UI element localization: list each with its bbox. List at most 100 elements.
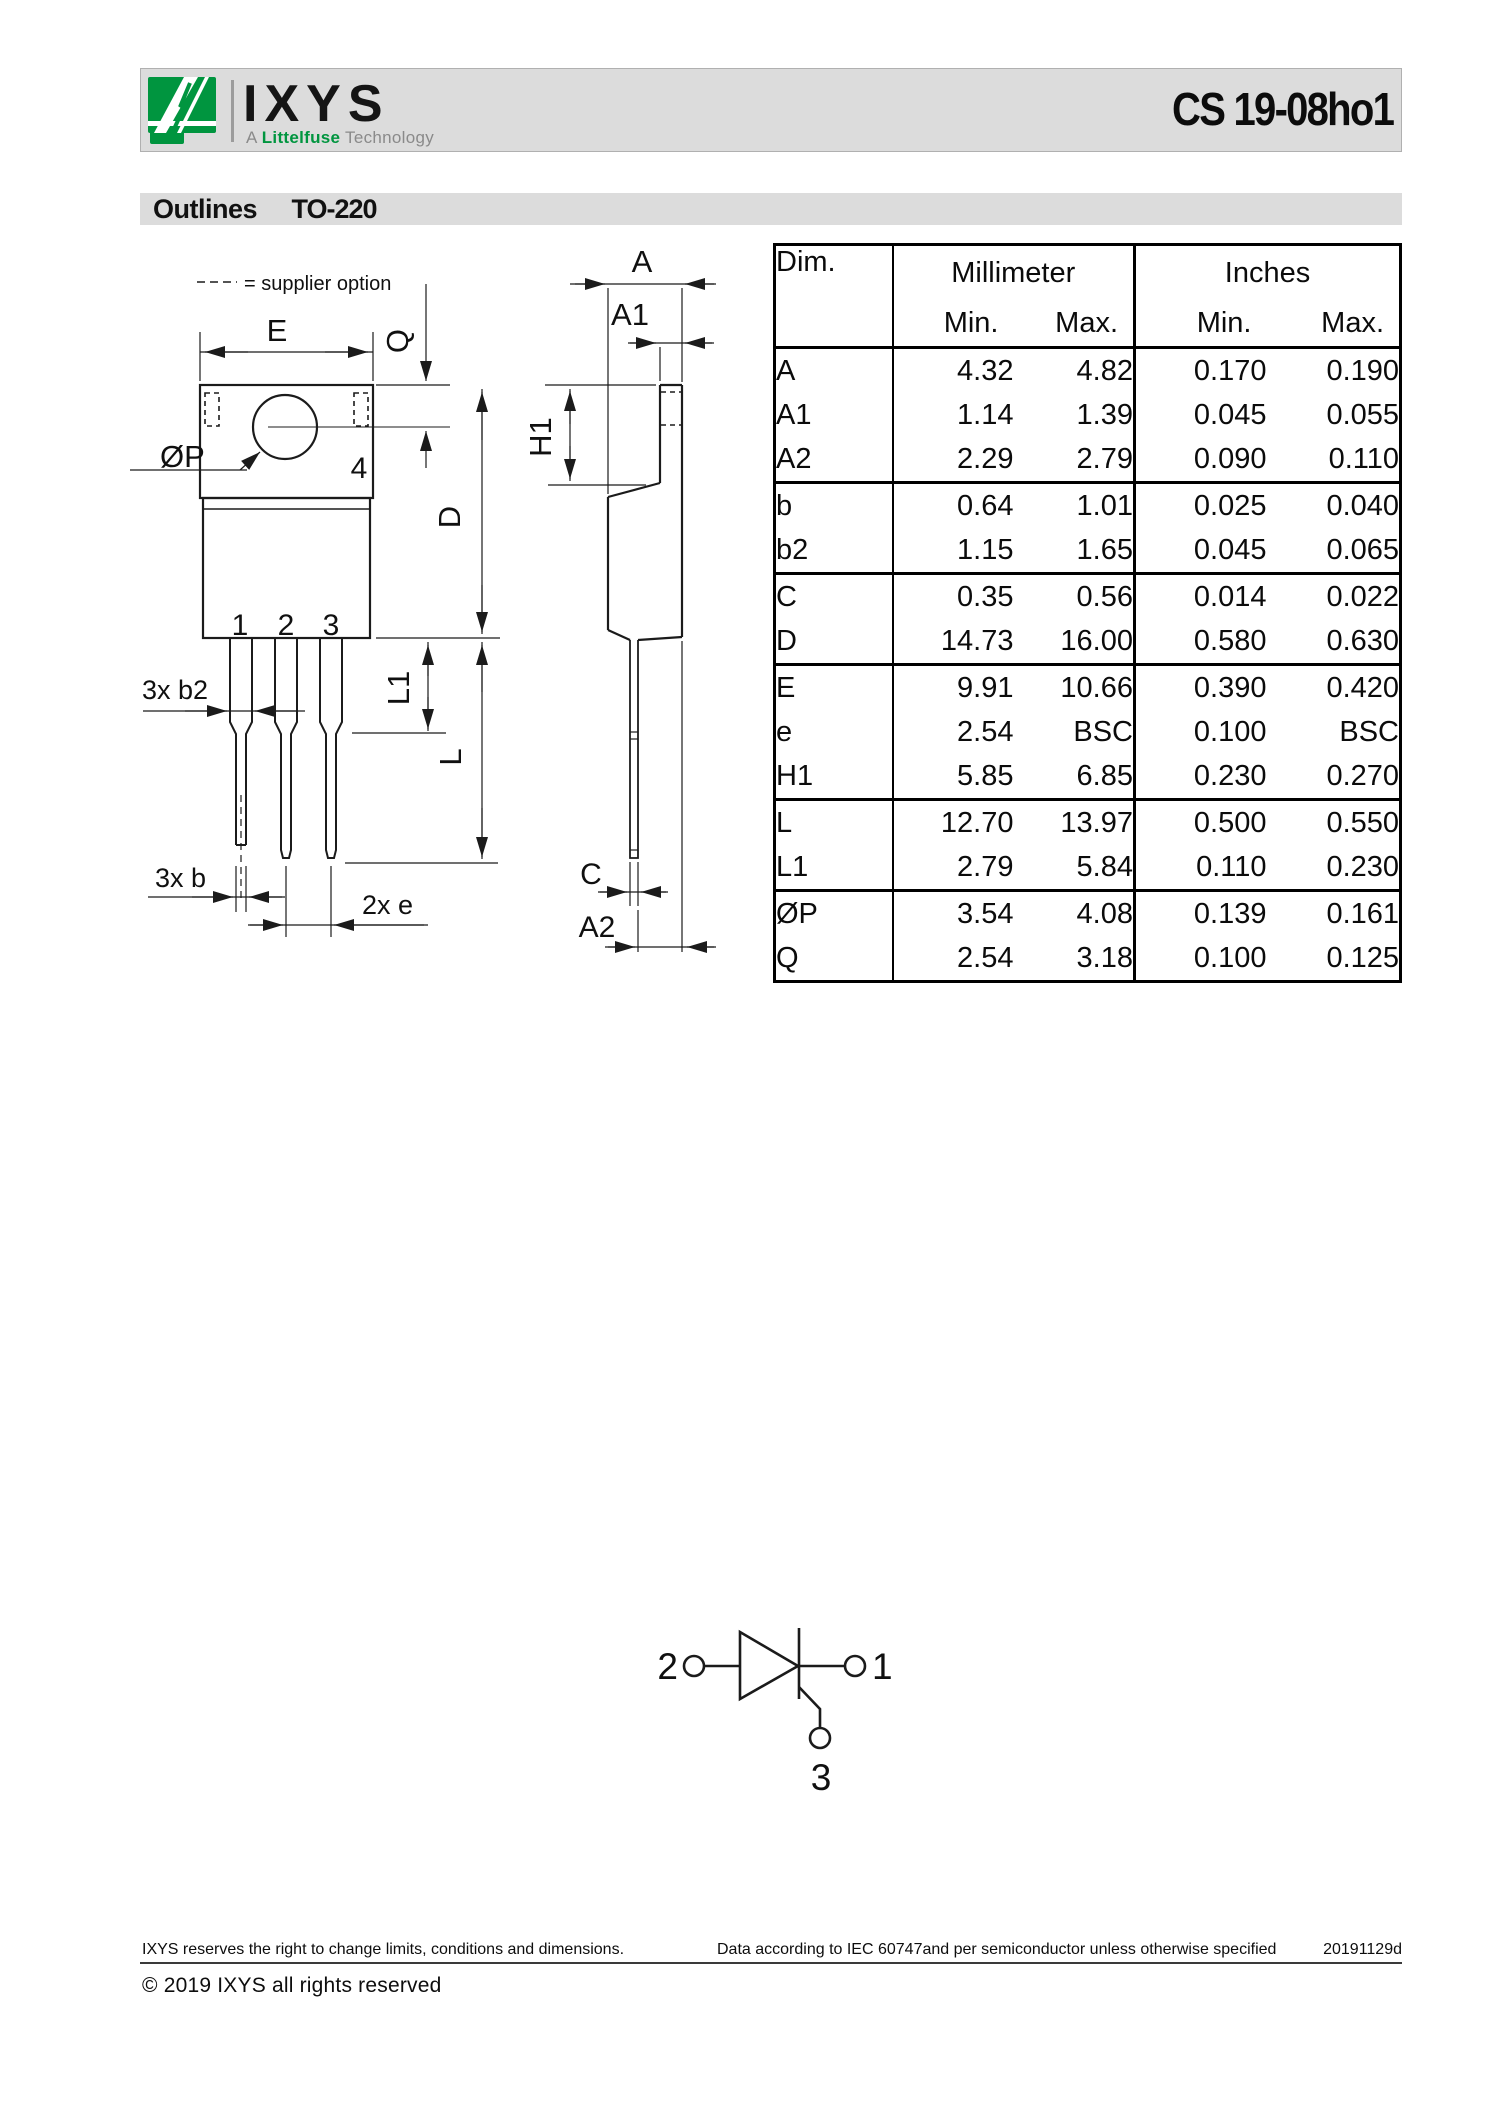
footer-standard-note: Data according to IEC 60747and per semic… [717,1941,1277,1958]
dimension-table: Dim. Millimeter Inches Min. Max. Min. Ma… [773,243,1403,983]
mm-min: 14.73 [940,624,1014,657]
dim-name: A [774,347,894,393]
mm-max: BSC [1013,710,1136,754]
section-bar: Outlines TO-220 [140,193,1402,225]
table-row: e 2.54 BSC 0.100 BSC [774,710,1401,754]
mm-max: 5.84 [1013,845,1136,891]
dim-label-L1: L1 [381,671,416,705]
dim-name: A2 [774,437,894,483]
copyright-notice: © 2019 IXYS all rights reserved [142,1974,442,1997]
dim-name: D [774,619,894,665]
in-min: 0.045 [1193,398,1267,431]
supplier-option-slot-right [353,392,369,427]
dim-label-b: 3x b [155,863,206,893]
pin-4-label: 4 [351,452,368,485]
dim-name: A1 [774,393,894,437]
in-min: 0.500 [1134,798,1267,845]
mm-min: 12.70 [892,798,1014,845]
mm-min: 1.14 [957,398,1014,431]
mm-min: 5.85 [957,759,1014,792]
in-min: 0.580 [1193,624,1267,657]
terminal-1-circle [843,1654,867,1678]
footer-disclaimer: IXYS reserves the right to change limits… [142,1941,625,1958]
in-max: 0.022 [1266,572,1401,619]
dim-name: H1 [774,754,894,800]
table-row: D 14.73 16.00 0.580 0.630 [774,619,1401,665]
dim-label-hole-diameter: ØP [160,439,205,474]
dim-name: e [774,710,894,754]
in-max: 0.040 [1266,481,1401,528]
dim-label-H1: H1 [523,417,558,457]
mm-max: 0.56 [1013,572,1136,619]
tagline-prefix: A [246,128,257,147]
dim-label-b2: 3x b2 [142,675,208,705]
mm-max: 3.18 [1013,936,1136,982]
logo-divider [231,80,234,142]
dim-label-A2: A2 [579,911,616,944]
table-row: Q 2.54 3.18 0.100 0.125 [774,936,1401,982]
in-max: 0.110 [1328,442,1400,475]
in-max: 0.270 [1326,759,1400,792]
dim-label-D: D [432,506,467,528]
in-max: 0.125 [1326,941,1400,974]
in-min: 0.110 [1196,850,1267,883]
table-row: E 9.91 10.66 0.390 0.420 [774,663,1401,710]
in-min: 0.090 [1193,442,1267,475]
dim-label-E: E [267,313,288,348]
dim-label-L: L [433,748,468,765]
mm-max: 4.82 [1013,347,1136,393]
in-max: 0.161 [1266,889,1401,936]
terminal-1-label: 1 [872,1646,893,1687]
package-side-view [606,383,684,859]
mm-max: 13.97 [1013,798,1136,845]
mm-max: 2.79 [1013,437,1136,483]
pin-2-label: 2 [278,609,295,642]
in-min: 0.100 [1193,941,1267,974]
mm-min: 2.54 [957,941,1014,974]
thyristor-symbol-diagram: 2 1 3 [657,1628,893,1798]
dim-label-A1: A1 [611,297,649,332]
col-header-mm-max: Max. [1013,300,1136,349]
mm-max: 10.66 [1013,663,1136,710]
table-row: L 12.70 13.97 0.500 0.550 [774,798,1401,845]
ixys-logo-icon [148,77,216,144]
mm-min: 4.32 [957,354,1014,387]
table-row: ØP 3.54 4.08 0.139 0.161 [774,889,1401,936]
mm-min: 2.54 [957,715,1014,748]
table-row: A2 2.29 2.79 0.090 0.110 [774,437,1401,483]
mm-min: 9.91 [892,663,1014,710]
mm-max: 1.01 [1013,481,1136,528]
terminal-3-label: 3 [811,1757,832,1798]
mm-min: 1.15 [957,533,1014,566]
dim-name: b2 [774,528,894,574]
col-header-dim: Dim. [774,244,894,349]
mm-min: 2.79 [957,850,1014,883]
table-row: b 0.64 1.01 0.025 0.040 [774,481,1401,528]
package-outline-drawing: = supplier option [130,250,716,953]
tagline-suffix: Technology [345,128,435,147]
mm-min: 0.35 [892,572,1014,619]
col-header-millimeter: Millimeter [892,244,1136,300]
mm-max: 4.08 [1013,889,1136,936]
package-front-view [198,383,375,902]
table-row: b2 1.15 1.65 0.045 0.065 [774,528,1401,574]
in-max: BSC [1339,715,1400,748]
mm-max: 16.00 [1013,619,1136,665]
mm-min: 2.29 [957,442,1014,475]
in-max: 0.055 [1326,398,1400,431]
mm-max: 1.65 [1013,528,1136,574]
footer-rule [140,1962,1402,1964]
in-min: 0.025 [1134,481,1267,528]
header-bar: IXYS A Littelfuse Technology CS 19-08ho1 [140,68,1402,152]
dim-name: ØP [774,889,894,936]
dim-label-Q: Q [380,329,415,353]
terminal-3-circle [808,1726,832,1750]
in-min: 0.139 [1134,889,1267,936]
in-min: 0.230 [1193,759,1267,792]
footer-doc-code: 20191129d [1323,1941,1402,1958]
table-row: A 4.32 4.82 0.170 0.190 [774,347,1401,393]
terminal-2-circle [682,1654,706,1678]
supplier-option-slot-left [204,392,220,427]
in-min: 0.045 [1193,533,1267,566]
dim-name: C [774,572,894,619]
